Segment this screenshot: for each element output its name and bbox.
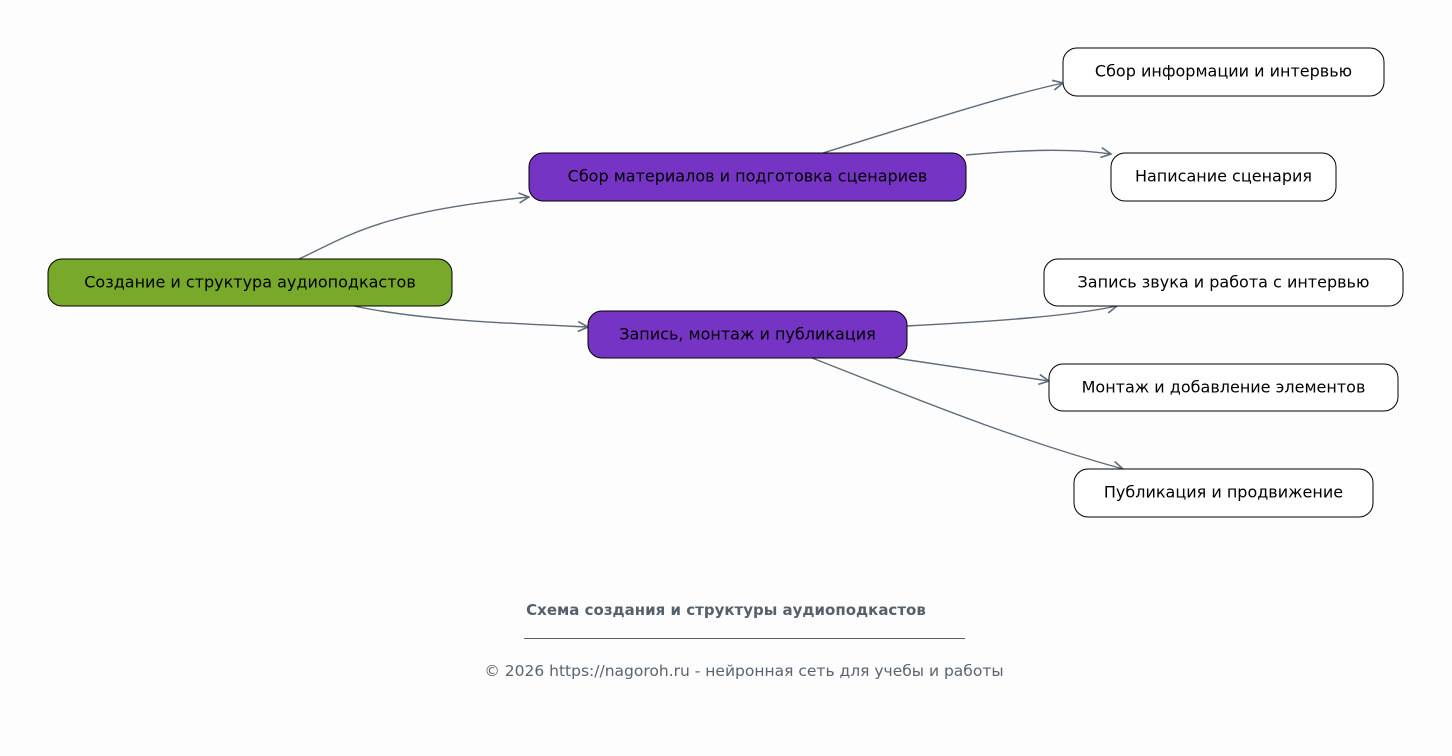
diagram-caption: Схема создания и структуры аудиоподкасто… [526, 601, 926, 619]
edge-branch1-leaf2 [965, 150, 1111, 155]
leaf-node-label: Монтаж и добавление элементов [1082, 378, 1366, 397]
leaf-node-label: Написание сценария [1135, 167, 1312, 186]
edge-branch1-leaf1 [822, 83, 1063, 154]
edge-branch2-leaf4 [894, 357, 1049, 381]
copyright-text: © 2026 https://nagoroh.ru - нейронная се… [484, 662, 1004, 680]
root-node-label: Создание и структура аудиоподкастов [84, 273, 416, 292]
edge-branch2-leaf3 [906, 306, 1117, 327]
edge-root-branch2 [353, 305, 588, 327]
root-node[interactable]: Создание и структура аудиоподкастов [47, 258, 453, 307]
branch-node-recording[interactable]: Запись, монтаж и публикация [587, 310, 908, 359]
leaf-node[interactable]: Запись звука и работа с интервью [1043, 258, 1404, 307]
edge-branch2-leaf5 [811, 357, 1123, 469]
caption-divider [524, 638, 965, 639]
edge-root-branch1 [298, 197, 529, 260]
branch-node-label: Сбор материалов и подготовка сценариев [568, 167, 928, 186]
edges [298, 83, 1123, 469]
leaf-node-label: Запись звука и работа с интервью [1078, 273, 1370, 292]
branch-node-label: Запись, монтаж и публикация [619, 325, 876, 344]
leaf-node[interactable]: Написание сценария [1110, 152, 1337, 202]
leaf-node-label: Сбор информации и интервью [1095, 62, 1352, 81]
leaf-node[interactable]: Монтаж и добавление элементов [1048, 363, 1399, 412]
leaf-node-label: Публикация и продвижение [1104, 483, 1343, 502]
leaf-node[interactable]: Публикация и продвижение [1073, 468, 1374, 518]
leaf-node[interactable]: Сбор информации и интервью [1062, 47, 1385, 97]
branch-node-materials[interactable]: Сбор материалов и подготовка сценариев [528, 152, 967, 202]
